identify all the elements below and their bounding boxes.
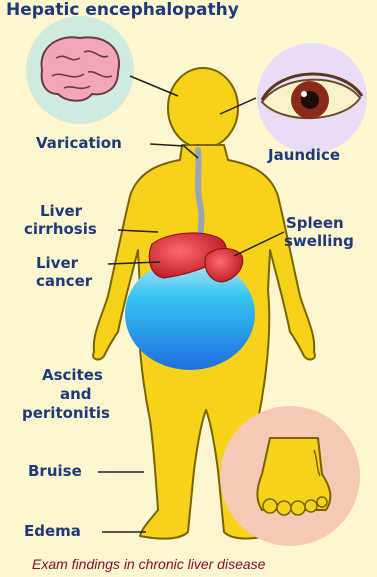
label-liver-cirrhosis-line1: Liver xyxy=(40,203,82,220)
leader-brain xyxy=(130,76,178,96)
label-varication: Varication xyxy=(36,135,122,152)
foot-icon xyxy=(220,406,360,546)
label-ascites-line2: and xyxy=(60,386,92,403)
eye-icon xyxy=(257,43,367,153)
label-liver-cancer-line2: cancer xyxy=(36,273,92,290)
label-liver-cirrhosis-line2: cirrhosis xyxy=(24,221,97,238)
label-spleen-line1: Spleen xyxy=(286,215,344,232)
caption: Exam findings in chronic liver disease xyxy=(32,556,265,572)
varication-vessel xyxy=(198,150,202,246)
brain-icon xyxy=(26,16,134,124)
label-ascites-line1: Ascites xyxy=(42,367,103,384)
label-liver-cancer-line1: Liver xyxy=(36,255,78,272)
label-ascites-line3: peritonitis xyxy=(22,405,110,422)
title-hepatic-encephalopathy: Hepatic encephalopathy xyxy=(6,2,239,19)
label-bruise: Bruise xyxy=(28,463,82,480)
label-edema: Edema xyxy=(24,523,81,540)
label-spleen-line2: swelling xyxy=(284,233,354,250)
label-jaundice: Jaundice xyxy=(268,147,340,164)
